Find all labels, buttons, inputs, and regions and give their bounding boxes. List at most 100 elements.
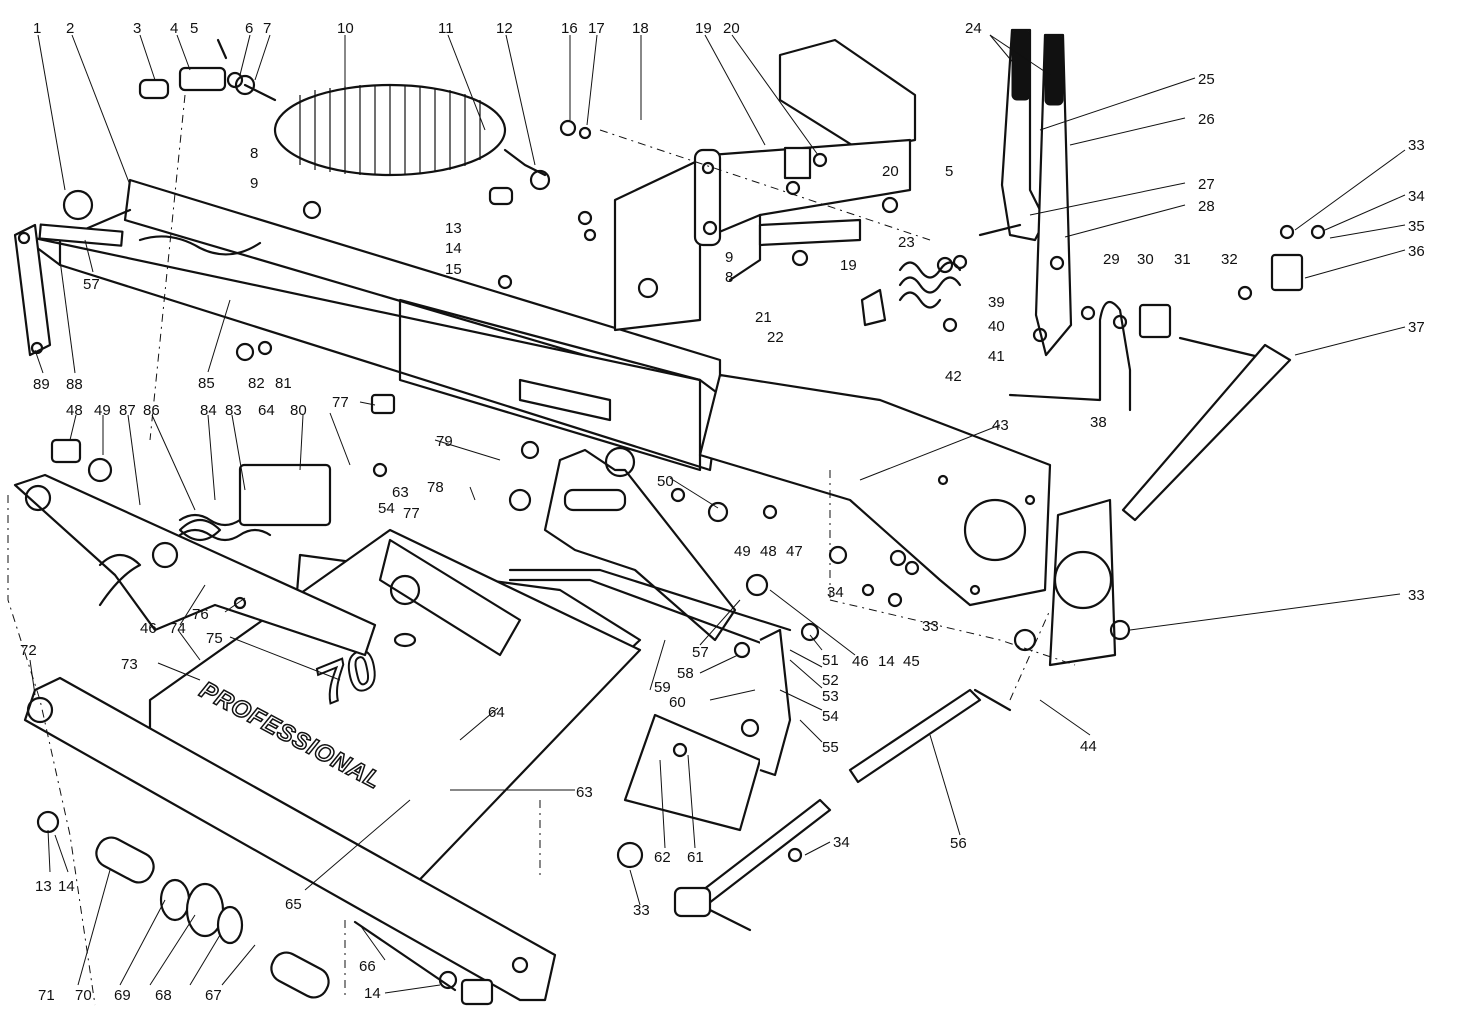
callout-44: 44	[1080, 738, 1097, 755]
callout-75: 75	[206, 630, 223, 647]
callout-30: 30	[1137, 251, 1154, 268]
callout-53: 53	[822, 688, 839, 705]
fasteners	[50, 119, 1131, 659]
callout-76: 76	[192, 606, 209, 623]
callout-87: 87	[119, 402, 136, 419]
callout-46b: 46	[852, 653, 869, 670]
callout-59: 59	[654, 679, 671, 696]
callout-26: 26	[1198, 111, 1215, 128]
callout-12: 12	[496, 20, 513, 37]
hand-levers	[978, 28, 1073, 357]
callout-82: 82	[248, 375, 265, 392]
rod-end	[616, 798, 832, 932]
callout-40: 40	[988, 318, 1005, 335]
callout-81: 81	[275, 375, 292, 392]
callout-16: 16	[561, 20, 578, 37]
callout-65: 65	[285, 896, 302, 913]
callout-19b: 19	[840, 257, 857, 274]
callout-77b: 77	[403, 505, 420, 522]
callout-57: 57	[83, 276, 100, 293]
callout-8: 8	[250, 145, 258, 162]
callout-33d: 33	[1408, 587, 1425, 604]
callout-49: 49	[94, 402, 111, 419]
callout-9b: 9	[725, 249, 733, 266]
callout-51: 51	[822, 652, 839, 669]
callout-7: 7	[263, 20, 271, 37]
callout-45: 45	[903, 653, 920, 670]
callout-57b: 57	[692, 644, 709, 661]
callout-18: 18	[632, 20, 649, 37]
leader-lines	[29, 34, 1406, 994]
callout-88: 88	[66, 376, 83, 393]
callout-labels: 1 2 3 4 5 6 7 10 11 12 16 17 18 19 20 24…	[20, 20, 1425, 1004]
callout-34b: 34	[827, 584, 844, 601]
clevis-assembly	[138, 38, 514, 206]
long-rod	[1121, 224, 1326, 522]
callout-64: 64	[258, 402, 275, 419]
callout-55: 55	[822, 739, 839, 756]
callout-14: 14	[445, 240, 462, 257]
callout-3: 3	[133, 20, 141, 37]
callout-34c: 34	[833, 834, 850, 851]
callout-72: 72	[20, 642, 37, 659]
callout-32: 32	[1221, 251, 1238, 268]
callout-86: 86	[143, 402, 160, 419]
callout-9: 9	[250, 175, 258, 192]
callout-47: 47	[786, 543, 803, 560]
callout-58: 58	[677, 665, 694, 682]
tension-spring	[234, 74, 551, 191]
deck-housing	[698, 373, 1117, 667]
callout-27: 27	[1198, 176, 1215, 193]
callout-79: 79	[436, 433, 453, 450]
compression-spring	[860, 261, 962, 327]
callout-56: 56	[950, 835, 967, 852]
callout-8b: 8	[725, 269, 733, 286]
callout-77: 77	[332, 394, 349, 411]
callout-70: 70	[75, 987, 92, 1004]
callout-74: 74	[169, 620, 186, 637]
callout-54: 54	[378, 500, 395, 517]
callout-89: 89	[33, 376, 50, 393]
callout-20b: 20	[882, 163, 899, 180]
callout-20: 20	[723, 20, 740, 37]
callout-48: 48	[66, 402, 83, 419]
callout-60: 60	[669, 694, 686, 711]
callout-54b: 54	[822, 708, 839, 725]
bolt-66	[353, 920, 494, 1006]
threaded-rod	[848, 688, 1012, 784]
callout-66: 66	[359, 958, 376, 975]
callout-85: 85	[198, 375, 215, 392]
callout-14c: 14	[58, 878, 75, 895]
callout-63b: 63	[576, 784, 593, 801]
callout-14b: 14	[878, 653, 895, 670]
callout-61: 61	[687, 849, 704, 866]
callout-50: 50	[657, 473, 674, 490]
callout-46: 46	[140, 620, 157, 637]
callout-29: 29	[1103, 251, 1120, 268]
callout-63: 63	[392, 484, 409, 501]
callout-84: 84	[200, 402, 217, 419]
callout-78: 78	[427, 479, 444, 496]
small-bracket	[623, 628, 792, 832]
callout-49b: 49	[734, 543, 751, 560]
spring-boot	[178, 462, 388, 542]
callout-4: 4	[170, 20, 178, 37]
bushing-stack	[36, 810, 330, 999]
callout-22: 22	[767, 329, 784, 346]
callout-17: 17	[588, 20, 605, 37]
callout-33b: 33	[922, 618, 939, 635]
callout-35: 35	[1408, 218, 1425, 235]
construction-lines	[7, 94, 1076, 1006]
callout-48b: 48	[760, 543, 777, 560]
callout-34: 34	[1408, 188, 1425, 205]
callout-39: 39	[988, 294, 1005, 311]
left-arm	[13, 473, 377, 657]
callout-33c: 33	[633, 902, 650, 919]
callout-5: 5	[190, 20, 198, 37]
callout-23: 23	[898, 234, 915, 251]
callout-33: 33	[1408, 137, 1425, 154]
callout-14d: 14	[364, 985, 381, 1002]
callout-25: 25	[1198, 71, 1215, 88]
callout-64b: 64	[488, 704, 505, 721]
